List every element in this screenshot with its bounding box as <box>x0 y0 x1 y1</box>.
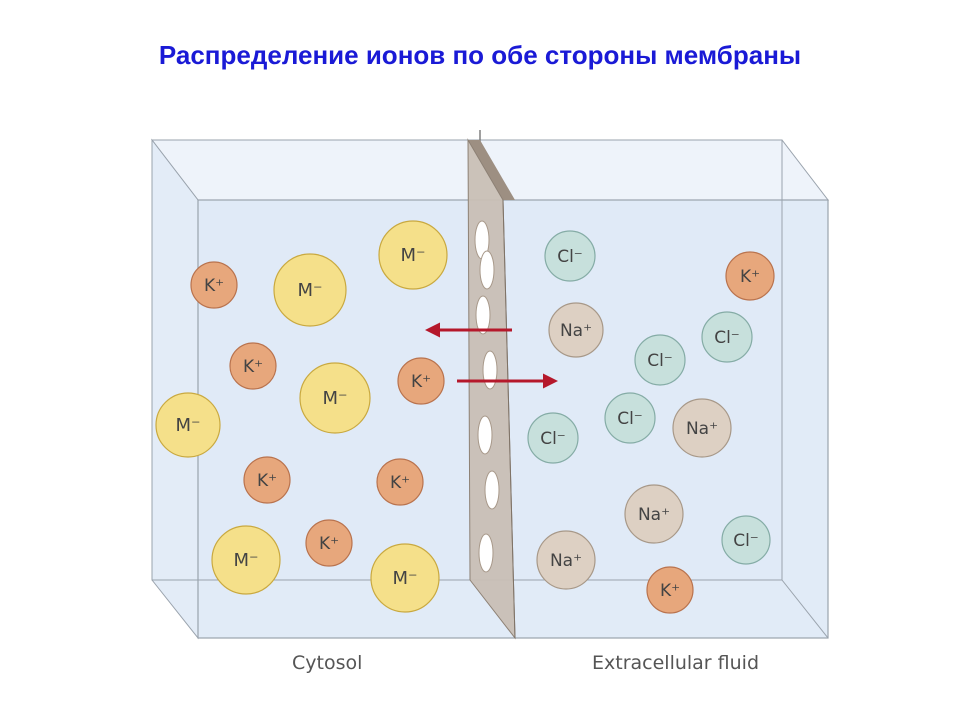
ion-na-circle <box>672 398 732 458</box>
extracellular-label: Extracellular fluid <box>592 652 760 674</box>
box-left-face <box>151 138 199 640</box>
ion-na-label: Na⁺ <box>560 321 592 341</box>
ion-cl-circle <box>701 311 753 363</box>
ion-na-circle <box>624 484 684 544</box>
ion-cl-circle <box>721 515 771 565</box>
ion-m-circle <box>299 362 371 434</box>
ion-m-circle <box>155 392 221 458</box>
box-floor-right-edge <box>781 579 829 639</box>
ion-k-label: K⁺ <box>204 276 224 296</box>
ion-k-circle <box>397 357 445 405</box>
ion-k-circle <box>305 519 353 567</box>
ion-m-label: M⁻ <box>233 550 258 571</box>
membrane-pore <box>477 415 493 455</box>
ion-m-label: M⁻ <box>392 568 417 589</box>
membrane-front-edge <box>502 199 516 639</box>
ion-cl-label: Cl⁻ <box>733 531 759 551</box>
ion-cl-label: Cl⁻ <box>714 328 740 348</box>
ion-k-label: K⁺ <box>660 581 680 601</box>
ion-k-circle <box>646 566 694 614</box>
ion-k-label: K⁺ <box>319 534 339 554</box>
ion-cl-circle <box>604 392 656 444</box>
ion-m-label: M⁻ <box>400 245 425 266</box>
membrane-pore <box>475 295 491 335</box>
membrane-pore <box>478 533 494 573</box>
ion-cl-label: Cl⁻ <box>540 429 566 449</box>
ion-k-circle <box>243 456 291 504</box>
ion-m-circle <box>273 253 347 327</box>
ion-na-label: Na⁺ <box>550 551 582 571</box>
ion-cl-circle <box>527 412 579 464</box>
membrane-top-edge <box>468 140 515 200</box>
ion-k-circle <box>376 458 424 506</box>
ion-k-label: K⁺ <box>740 267 760 287</box>
ion-k-label: K⁺ <box>390 473 410 493</box>
ion-k-circle <box>725 251 775 301</box>
ion-m-label: M⁻ <box>175 415 200 436</box>
ion-k-circle <box>190 261 238 309</box>
ion-k-circle <box>229 342 277 390</box>
ion-k-label: K⁺ <box>257 471 277 491</box>
ion-cl-label: Cl⁻ <box>557 247 583 267</box>
ion-cl-label: Cl⁻ <box>617 409 643 429</box>
ion-na-circle <box>536 530 596 590</box>
ion-na-circle <box>548 302 604 358</box>
ion-m-circle <box>370 543 440 613</box>
ion-k-label: K⁺ <box>411 372 431 392</box>
diagram-title: Распределение ионов по обе стороны мембр… <box>158 40 802 70</box>
cytosol-label: Cytosol <box>292 652 363 674</box>
ion-m-label: M⁻ <box>297 280 322 301</box>
ion-cl-circle <box>634 334 686 386</box>
ion-cl-circle <box>544 230 596 282</box>
ion-na-label: Na⁺ <box>686 419 718 439</box>
ion-m-circle <box>211 525 281 595</box>
ion-k-label: K⁺ <box>243 357 263 377</box>
ion-na-label: Na⁺ <box>638 505 670 525</box>
membrane-pore <box>484 470 500 510</box>
membrane-pore <box>482 350 498 390</box>
ion-m-circle <box>378 220 448 290</box>
ion-cl-label: Cl⁻ <box>647 351 673 371</box>
ion-m-label: M⁻ <box>322 388 347 409</box>
membrane-pore <box>479 250 495 290</box>
